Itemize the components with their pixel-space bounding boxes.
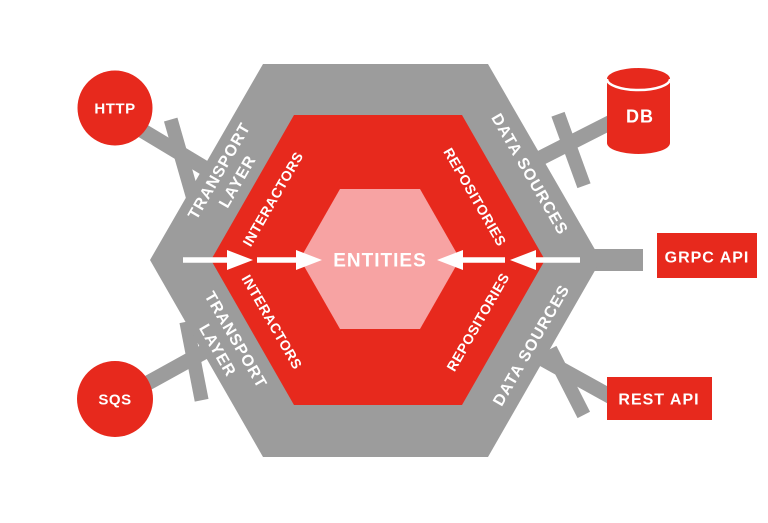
- grpc-api-box: [657, 233, 757, 278]
- sqs-label: SQS: [98, 391, 131, 408]
- http-port-stub: [163, 117, 201, 201]
- http-connector: [131, 117, 215, 201]
- sqs-port-stub: [179, 320, 209, 402]
- db-cylinder-lid: [607, 68, 670, 90]
- rest-port-stub: [543, 345, 591, 419]
- db-cylinder-lid-line: [605, 78, 672, 92]
- arrow-left-outer: [183, 250, 253, 270]
- entities-label: ENTITIES: [333, 251, 427, 272]
- sqs-adapter-circle: [77, 361, 153, 437]
- http-label: HTTP: [94, 100, 135, 117]
- grpc-api-label: GRPC API: [665, 250, 750, 267]
- rest-api-label: REST API: [618, 392, 699, 409]
- flow-arrows: [183, 250, 580, 270]
- db-cylinder: [605, 68, 672, 154]
- http-adapter-circle: [77, 70, 153, 146]
- rest-api-box: [607, 377, 712, 420]
- rest-connector: [537, 345, 617, 419]
- entities-hexagon: [300, 189, 460, 329]
- db-cylinder-body: [607, 79, 670, 154]
- db-connector-bar: [536, 114, 616, 166]
- arrow-right-outer: [510, 250, 580, 270]
- arrow-right-inner: [437, 250, 505, 270]
- db-label: DB: [626, 106, 654, 126]
- db-connector: [536, 111, 616, 189]
- grpc-connector-bar: [588, 249, 643, 271]
- db-port-stub: [551, 111, 591, 189]
- arrow-left-inner: [257, 250, 322, 270]
